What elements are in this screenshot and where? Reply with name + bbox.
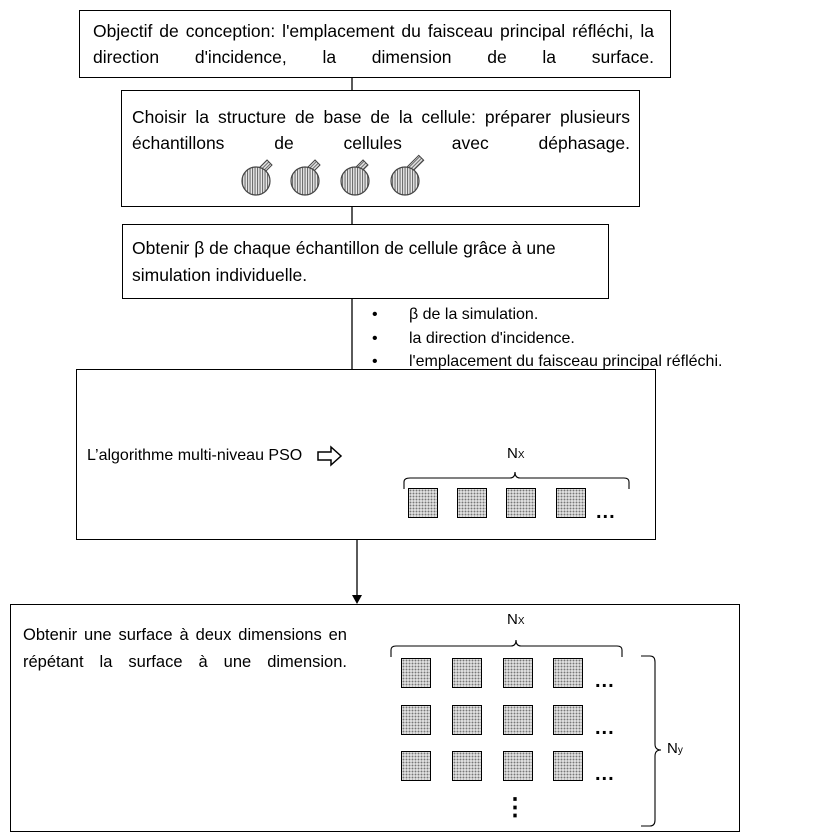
pso-algorithm-box: L’algorithme multi-niveau PSO NX ... (76, 369, 656, 540)
cell-2d (503, 751, 533, 781)
cell-2d (401, 705, 431, 735)
beta-simulation-box: Obtenir β de chaque échantillon de cellu… (122, 224, 609, 299)
row-ellipsis: ... (595, 763, 615, 785)
design-objective-text: Objectif de conception: l'emplacement du… (93, 21, 654, 67)
input-item: β de la simulation. (372, 303, 722, 327)
design-objective-box: Objectif de conception: l'emplacement du… (79, 10, 671, 78)
two-dimension-box: Obtenir une surface à deux dimensions en… (10, 604, 740, 832)
pso-algorithm-label: L’algorithme multi-niveau PSO (87, 447, 303, 464)
cell-1d (506, 488, 536, 518)
row-ellipsis: ... (596, 501, 616, 523)
cell-2d (553, 751, 583, 781)
cell-2d (401, 658, 431, 688)
cell-2d (553, 658, 583, 688)
two-dimension-text: Obtenir une surface à deux dimensions en… (23, 626, 347, 671)
cell-1d (556, 488, 586, 518)
pso-diagram (317, 445, 630, 489)
cell-sample-1-icon (241, 159, 273, 196)
cell-sample-3-icon (340, 159, 370, 196)
cell-2d (553, 705, 583, 735)
beta-simulation-text: Obtenir β de chaque échantillon de cellu… (132, 238, 556, 285)
nx-label: NX (507, 611, 525, 628)
nx-brace (403, 471, 630, 489)
row-ellipsis: ... (595, 670, 615, 692)
cell-structure-box: Choisir la structure de base de la cellu… (121, 90, 640, 207)
cell-2d (503, 705, 533, 735)
two-dimension-diagram (390, 639, 662, 827)
nx-brace (390, 639, 623, 657)
cell-2d (401, 751, 431, 781)
column-ellipsis: ⋮ (503, 794, 528, 821)
cell-1d (457, 488, 487, 518)
cell-structure-text: Choisir la structure de base de la cellu… (132, 107, 630, 153)
nx-label: NX (507, 445, 525, 462)
cell-1d (408, 488, 438, 518)
arrow-head-down (352, 595, 362, 604)
ny-label: Ny (667, 740, 683, 757)
cell-2d (452, 751, 482, 781)
ny-brace (641, 655, 662, 827)
cell-sample-2-icon (290, 159, 321, 196)
right-arrow-icon (317, 445, 343, 467)
cell-samples-illustration (241, 154, 425, 196)
input-item: l'emplacement du faisceau principal réfl… (372, 350, 722, 374)
row-ellipsis: ... (595, 717, 615, 739)
cell-2d (503, 658, 533, 688)
cell-2d (452, 705, 482, 735)
cell-2d (452, 658, 482, 688)
input-item: la direction d'incidence. (372, 327, 722, 351)
cell-sample-4-icon (390, 154, 425, 196)
